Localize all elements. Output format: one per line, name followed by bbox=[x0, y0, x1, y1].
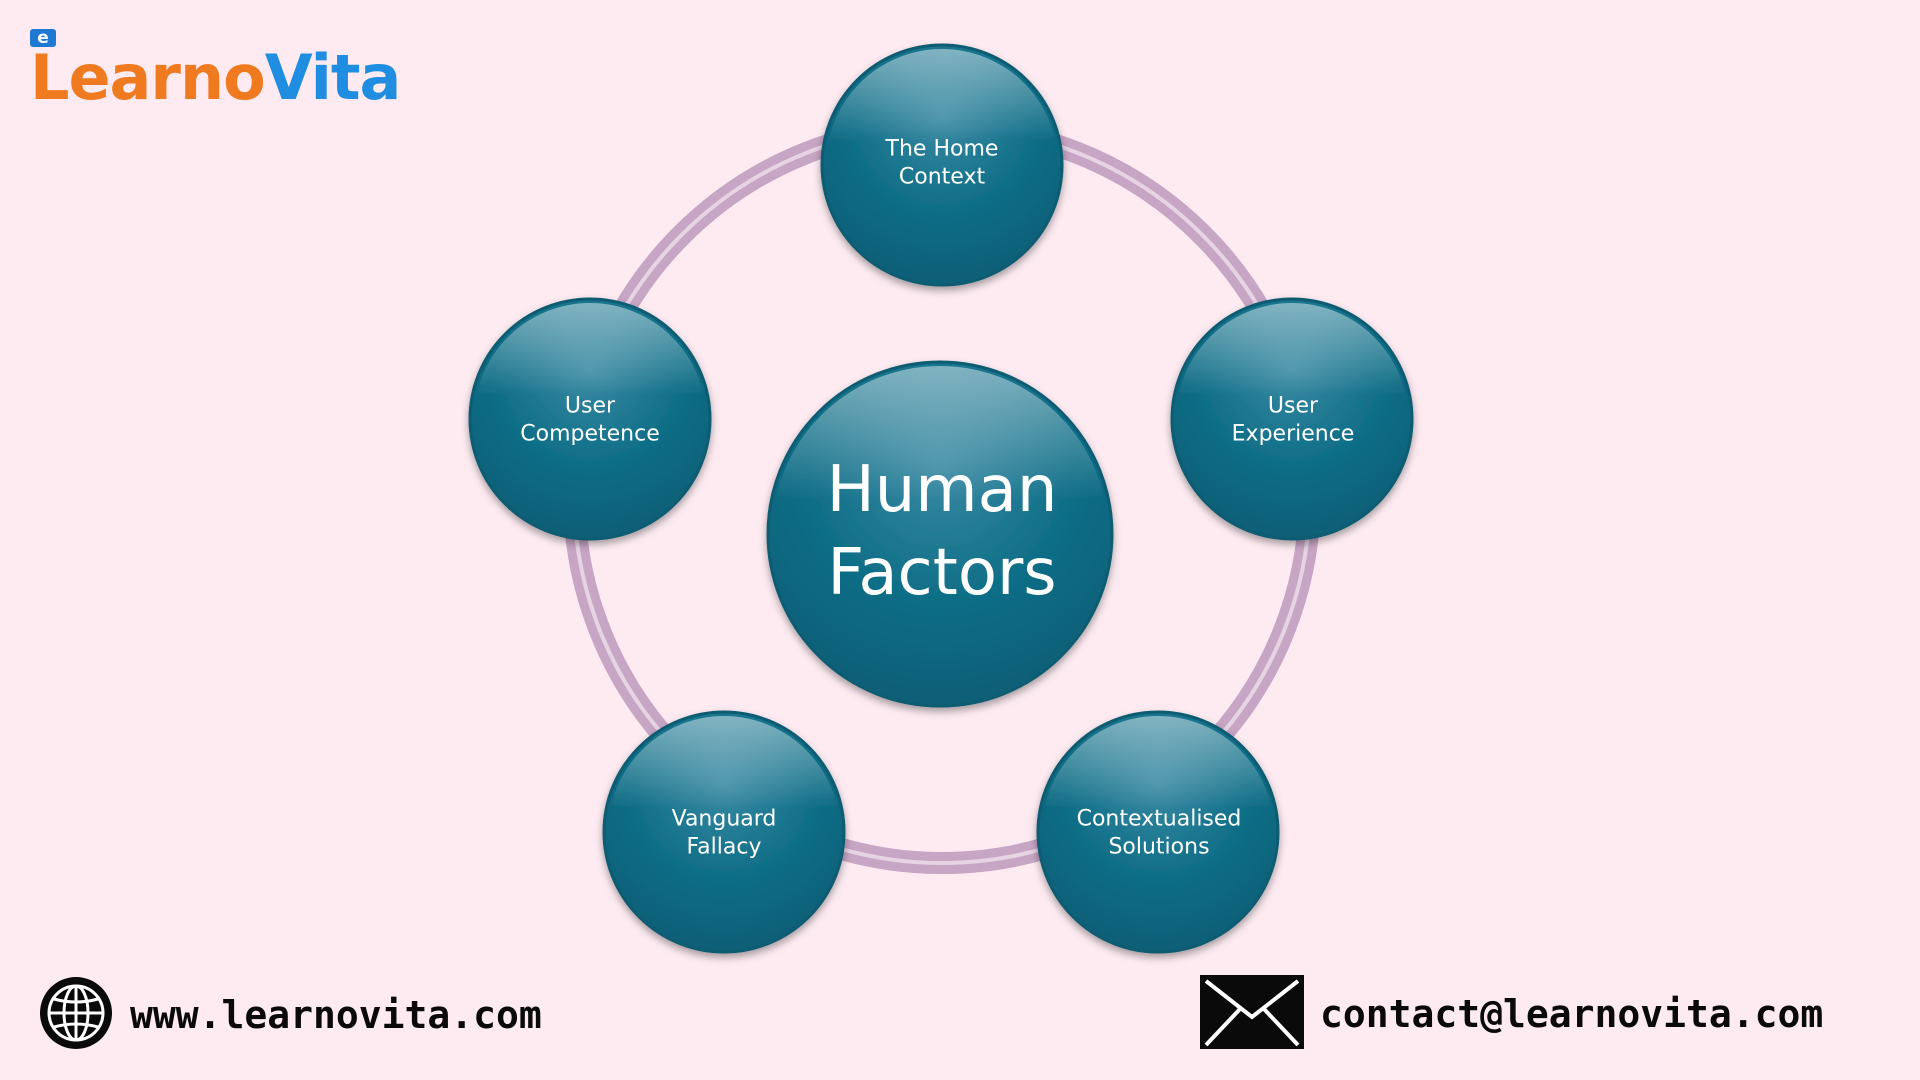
envelope-icon bbox=[1200, 975, 1304, 1053]
website-link[interactable]: www.learnovita.com bbox=[130, 993, 542, 1037]
node-label-contextualised-solutions: Contextualised Solutions bbox=[1076, 806, 1242, 860]
email-link[interactable]: contact@learnovita.com bbox=[1320, 992, 1824, 1036]
node-user-competence bbox=[468, 297, 712, 541]
node-label-home-context: The Home Context bbox=[885, 136, 999, 190]
email-contact[interactable]: contact@learnovita.com bbox=[1200, 975, 1823, 1053]
center-node bbox=[766, 360, 1114, 708]
logo-wordmark: LearnoVita bbox=[30, 38, 402, 118]
node-label-user-experience: User Experience bbox=[1231, 393, 1355, 447]
node-label-user-competence: User Competence bbox=[520, 393, 660, 447]
logo-e-badge: e bbox=[30, 29, 56, 47]
node-contextualised-solutions bbox=[1036, 710, 1280, 954]
logo-learno-text: Learno bbox=[30, 41, 266, 114]
logo-vita-text: Vita bbox=[264, 41, 402, 114]
node-the-home-context bbox=[820, 43, 1064, 287]
website-contact[interactable]: www.learnovita.com bbox=[38, 975, 542, 1055]
node-user-experience bbox=[1170, 297, 1414, 541]
node-label-vanguard-fallacy: Vanguard Fallacy bbox=[671, 806, 777, 860]
brand-logo: e LearnoVita bbox=[30, 26, 430, 116]
center-label: Human Factors bbox=[826, 452, 1058, 610]
node-vanguard-fallacy bbox=[602, 710, 846, 954]
globe-icon bbox=[38, 975, 114, 1055]
